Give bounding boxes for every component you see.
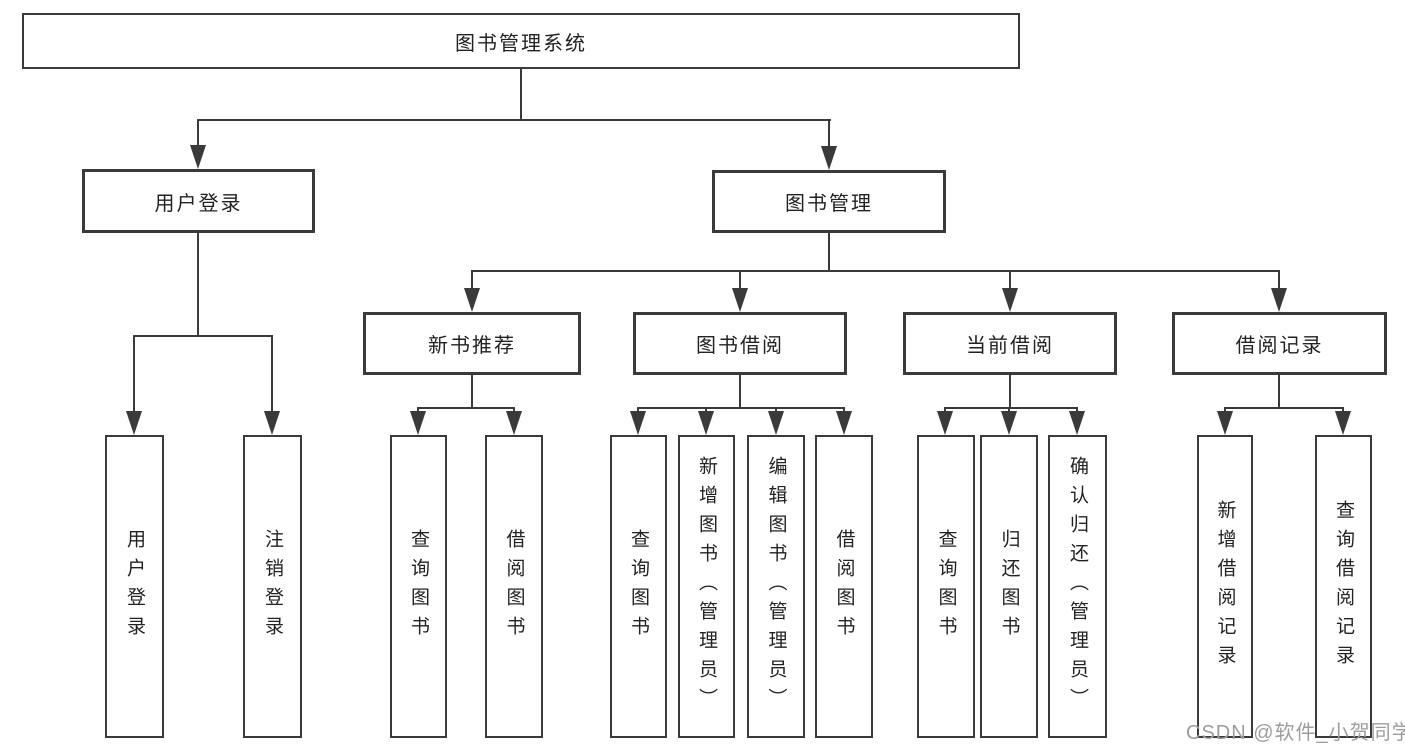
node-borrow-record: 借阅记录 xyxy=(1172,312,1387,375)
connector-line xyxy=(828,119,830,149)
node-root: 图书管理系统 xyxy=(22,13,1020,69)
leaf-logout: 注销登录 xyxy=(243,435,302,738)
connector-line xyxy=(471,270,1279,272)
node-user-login: 用户登录 xyxy=(82,169,315,233)
node-book-borrow: 图书借阅 xyxy=(633,312,847,375)
arrowhead-down-icon xyxy=(698,411,714,435)
arrowhead-down-icon xyxy=(768,411,784,435)
leaf-logout-label: 注销登录 xyxy=(262,528,283,645)
leaf-confirm-return-admin: 确认归还（管理员） xyxy=(1048,435,1107,738)
connector-line xyxy=(417,407,515,409)
leaf-borrow-book-2-label: 借阅图书 xyxy=(833,528,855,645)
leaf-query-borrow-record: 查询借阅记录 xyxy=(1315,435,1372,738)
leaf-borrow-book-2: 借阅图书 xyxy=(815,435,873,738)
arrowhead-down-icon xyxy=(1217,411,1233,435)
connector-line xyxy=(133,335,273,337)
leaf-user-login: 用户登录 xyxy=(105,435,164,738)
leaf-return-book: 归还图书 xyxy=(980,435,1038,738)
leaf-query-borrow-record-label: 查询借阅记录 xyxy=(1333,499,1354,674)
connector-line xyxy=(637,407,845,409)
node-borrow-record-label: 借阅记录 xyxy=(1235,335,1324,357)
arrowhead-down-icon xyxy=(464,288,480,312)
connector-line xyxy=(739,270,741,292)
arrowhead-down-icon xyxy=(836,411,852,435)
connector-line xyxy=(1009,270,1011,292)
leaf-add-book-admin-label: 新增图书（管理员） xyxy=(696,456,717,717)
arrowhead-down-icon xyxy=(630,411,646,435)
leaf-user-login-label: 用户登录 xyxy=(124,528,145,645)
leaf-borrow-book-1: 借阅图书 xyxy=(485,435,543,738)
connector-line xyxy=(271,335,273,415)
leaf-query-book-3: 查询图书 xyxy=(917,435,975,738)
leaf-query-book-1-label: 查询图书 xyxy=(408,528,429,645)
csdn-watermark: CSDN @软件_小贺同学 xyxy=(1186,722,1405,744)
node-book-management: 图书管理 xyxy=(712,170,946,233)
arrowhead-down-icon xyxy=(1271,288,1287,312)
connector-line xyxy=(197,231,199,337)
arrowhead-down-icon xyxy=(506,411,522,435)
arrowhead-down-icon xyxy=(1001,411,1017,435)
node-new-book-recommend-label: 新书推荐 xyxy=(428,335,516,357)
leaf-edit-book-admin: 编辑图书（管理员） xyxy=(747,435,805,738)
node-new-book-recommend: 新书推荐 xyxy=(363,312,581,375)
connector-line xyxy=(1278,373,1280,409)
connector-line xyxy=(739,373,741,409)
connector-line xyxy=(520,69,522,120)
leaf-return-book-label: 归还图书 xyxy=(998,528,1020,645)
arrowhead-down-icon xyxy=(732,288,748,312)
arrowhead-down-icon xyxy=(1002,288,1018,312)
connector-line xyxy=(1009,373,1011,409)
connector-line xyxy=(1278,270,1280,292)
connector-line xyxy=(471,373,473,409)
node-user-login-label: 用户登录 xyxy=(154,192,243,215)
node-current-borrow: 当前借阅 xyxy=(903,312,1117,375)
connector-line xyxy=(197,119,199,149)
connector-line xyxy=(133,335,135,415)
node-book-borrow-label: 图书借阅 xyxy=(696,335,784,357)
connector-line xyxy=(471,270,473,292)
leaf-query-book-2: 查询图书 xyxy=(610,435,667,738)
connector-line xyxy=(944,407,1077,409)
arrowhead-down-icon xyxy=(126,411,142,435)
leaf-query-book-3-label: 查询图书 xyxy=(935,528,957,645)
leaf-add-book-admin: 新增图书（管理员） xyxy=(678,435,735,738)
arrowhead-down-icon xyxy=(1069,411,1085,435)
arrowhead-down-icon xyxy=(410,411,426,435)
arrowhead-down-icon xyxy=(264,411,280,435)
leaf-query-book-2-label: 查询图书 xyxy=(628,528,649,645)
connector-line xyxy=(828,231,830,272)
leaf-add-borrow-record: 新增借阅记录 xyxy=(1197,435,1253,738)
node-book-management-label: 图书管理 xyxy=(785,193,873,215)
connector-line xyxy=(197,119,831,121)
leaf-add-borrow-record-label: 新增借阅记录 xyxy=(1214,499,1236,674)
leaf-confirm-return-admin-label: 确认归还（管理员） xyxy=(1067,456,1088,717)
leaf-borrow-book-1-label: 借阅图书 xyxy=(503,528,525,645)
arrowhead-down-icon xyxy=(1335,411,1351,435)
connector-line xyxy=(1224,407,1344,409)
arrowhead-down-icon xyxy=(937,411,953,435)
leaf-edit-book-admin-label: 编辑图书（管理员） xyxy=(765,456,787,717)
node-root-label: 图书管理系统 xyxy=(455,32,587,55)
leaf-query-book-1: 查询图书 xyxy=(390,435,447,738)
arrowhead-down-icon xyxy=(190,145,206,169)
node-current-borrow-label: 当前借阅 xyxy=(966,335,1054,357)
arrowhead-down-icon xyxy=(821,146,837,170)
